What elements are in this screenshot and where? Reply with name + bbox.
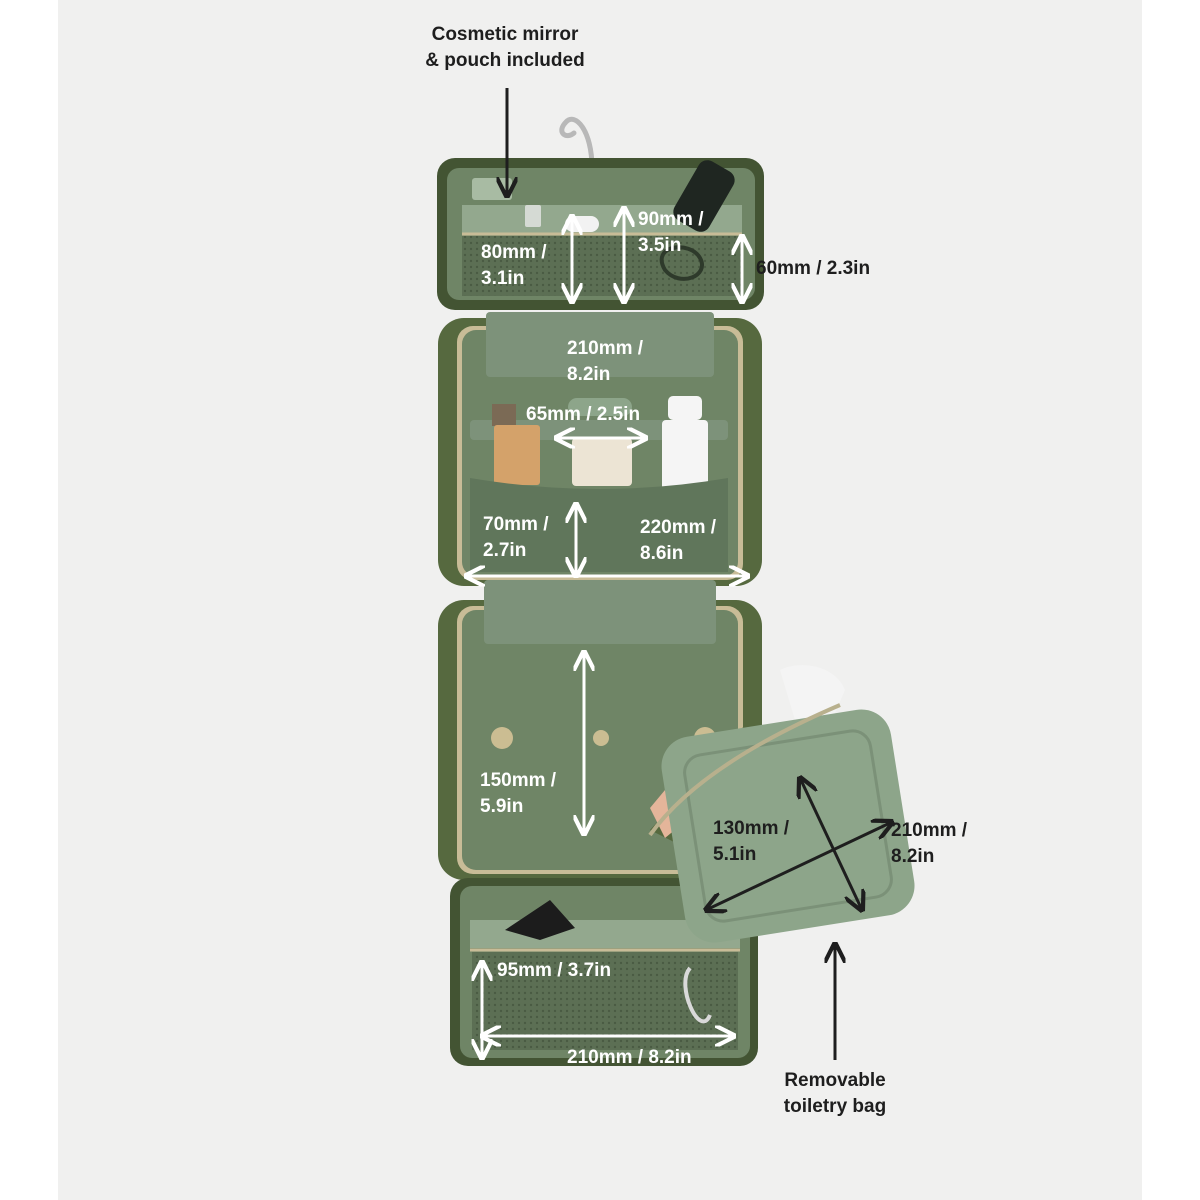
top-flap-height-label: 60mm / 2.3in <box>756 258 871 279</box>
upper-compartment <box>438 312 762 586</box>
cream-bottle <box>572 438 632 486</box>
zipper-pull-cord <box>659 245 704 281</box>
pouch-height-label: 130mm / 5.1in <box>713 818 790 865</box>
pump-bottle-top <box>668 396 702 420</box>
glass-bottle <box>525 205 541 227</box>
top-flap <box>437 158 764 310</box>
top-pocket-depth-label: 90mm / 3.5in <box>638 209 704 256</box>
pouch-width-label: 210mm / 8.2in <box>891 820 968 867</box>
bottom-pocket-height-label: 95mm / 3.7in <box>497 960 612 981</box>
pump-bottle <box>662 420 708 490</box>
foundation-tube <box>494 425 540 485</box>
lower-pocket-height-label: 70mm / 2.7in <box>483 514 549 561</box>
right-margin <box>1142 0 1200 1200</box>
makeup-brush <box>505 900 575 940</box>
bottom-width-label: 210mm / 8.2in <box>567 1047 692 1068</box>
magnetic-snap <box>491 727 513 749</box>
upper-width-label: 210mm / 8.2in <box>567 338 644 385</box>
top-mesh-pocket <box>462 236 742 296</box>
toiletry-callout-label: Removable toiletry bag <box>783 1070 887 1117</box>
top-pocket-height-label: 80mm / 3.1in <box>481 242 547 289</box>
left-margin <box>0 0 58 1200</box>
bottom-flap <box>450 878 758 1066</box>
upper-compartment-width-label: 220mm / 8.6in <box>640 517 717 564</box>
main-compartment-height-label: 150mm / 5.9in <box>480 770 557 817</box>
measurement-arrows <box>466 208 748 1058</box>
main-compartment <box>438 594 762 880</box>
elastic-loop-label: 65mm / 2.5in <box>526 404 641 425</box>
callout-arrows <box>507 88 892 1060</box>
magnetic-snap <box>593 730 609 746</box>
nail-file <box>673 160 735 232</box>
tube-cap <box>492 404 516 426</box>
mirror-callout-label: Cosmetic mirror & pouch included <box>425 24 585 71</box>
